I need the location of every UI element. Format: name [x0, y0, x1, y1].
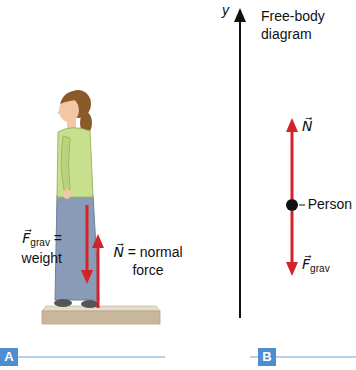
text-part: N⃗: [113, 244, 123, 260]
panel-letter: B: [258, 348, 276, 366]
floor-slab: [42, 311, 160, 324]
weight-arrowhead: [286, 262, 298, 276]
text-part: Person: [308, 196, 352, 212]
normal-arrowhead: [92, 234, 104, 248]
force-label: N⃗ = normal force: [104, 244, 192, 279]
text-part: F⃗: [22, 230, 30, 246]
normal-arrow: [291, 130, 294, 199]
person-figure: [54, 90, 99, 308]
text-part: grav: [30, 237, 50, 248]
force-label: F⃗grav: [302, 256, 330, 276]
force-label: F⃗grav = weight: [4, 230, 62, 267]
normal-arrowhead: [286, 118, 298, 132]
text-part: F⃗: [302, 256, 310, 272]
weight-arrow: [291, 211, 294, 262]
text-part: N⃗: [302, 118, 312, 134]
point-label: Person: [308, 196, 352, 214]
text-part: A: [4, 349, 13, 364]
y-axis: [239, 20, 241, 318]
floor-top: [42, 306, 160, 311]
force-label: N⃗: [302, 118, 312, 136]
text-part: = normal force: [124, 244, 183, 278]
panel-rule: [0, 356, 165, 358]
weight-arrow: [86, 205, 89, 272]
text-part: Free-body diagram: [261, 8, 325, 42]
normal-arrow: [97, 246, 100, 308]
leader-line: [299, 205, 305, 206]
point-mass: [286, 199, 298, 211]
diagram-title: Free-body diagram: [261, 8, 343, 43]
axis-arrowhead: [234, 8, 246, 22]
weight-arrowhead: [81, 270, 93, 284]
text-part: grav: [310, 263, 330, 274]
panel-letter: A: [0, 348, 18, 366]
text-part: B: [262, 349, 271, 364]
axis-label: y: [222, 2, 229, 20]
text-part: y: [222, 2, 229, 18]
